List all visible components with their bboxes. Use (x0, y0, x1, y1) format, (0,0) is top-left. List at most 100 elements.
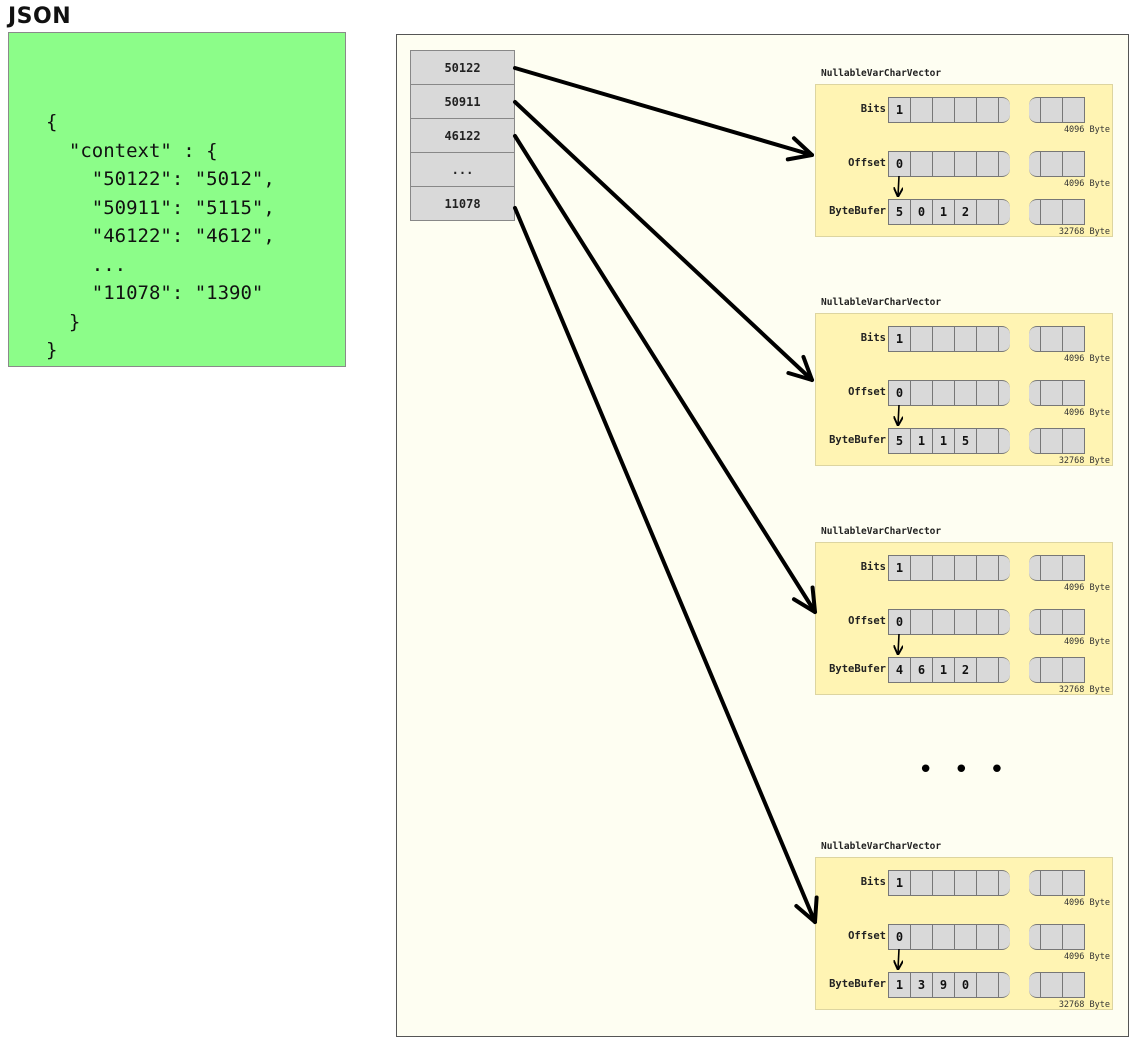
bytebuffer-row-cell (976, 199, 999, 225)
bytebuffer-row-size: 32768 Byte (1058, 1000, 1110, 1010)
bits-row-cell (976, 555, 999, 581)
bytebuffer-row-cell: 6 (910, 657, 933, 683)
offset-row-cell (1062, 151, 1085, 177)
key-cell-ellipsis: ... (410, 153, 515, 187)
bits-row-cell (954, 97, 977, 123)
bytebuffer-row-size: 32768 Byte (1058, 685, 1110, 695)
bytebuffer-row-size: 32768 Byte (1058, 456, 1110, 466)
offset-row-cell (954, 380, 977, 406)
offset-row-label: Offset (848, 157, 886, 169)
bytebuffer-row-cell-break-tail (1029, 199, 1041, 225)
offset-row-cell (1062, 609, 1085, 635)
bits-row-cell (910, 555, 933, 581)
offset-row-cell (1040, 380, 1063, 406)
bytebuffer-row-label: ByteBufer (829, 434, 886, 446)
offset-row-cell-break (998, 924, 1010, 950)
offset-row-cells-tail (1029, 380, 1085, 406)
offset-row-cell-break-tail (1029, 151, 1041, 177)
bits-row-size: 4096 Byte (1063, 125, 1110, 135)
offset-row-cells-tail (1029, 609, 1085, 635)
offset-row-cell (976, 151, 999, 177)
bits-row-cell (1040, 326, 1063, 352)
bits-row-size: 4096 Byte (1063, 583, 1110, 593)
offset-row-cells: 0 (888, 380, 1010, 406)
bits-row-cell-break (998, 870, 1010, 896)
bits-row-size: 4096 Byte (1063, 898, 1110, 908)
offset-row-cell (954, 924, 977, 950)
key-cell: 50911 (410, 85, 515, 119)
bytebuffer-row-cell (1040, 428, 1063, 454)
offset-row-size: 4096 Byte (1063, 179, 1110, 189)
offset-row-cell (1040, 924, 1063, 950)
bits-row-label: Bits (860, 561, 886, 573)
bytebuffer-row-cells-tail (1029, 428, 1085, 454)
bytebuffer-row-cell: 5 (888, 428, 911, 454)
offset-row-cell-break (998, 380, 1010, 406)
key-cell: 11078 (410, 187, 515, 221)
bytebuffer-row-cell-break (998, 428, 1010, 454)
offset-row-cell: 0 (888, 151, 911, 177)
offset-row-cell-break-tail (1029, 380, 1041, 406)
bits-row-cell (910, 97, 933, 123)
offset-row-cells: 0 (888, 609, 1010, 635)
bits-row-cell (1062, 326, 1085, 352)
offset-row-cells-tail (1029, 924, 1085, 950)
bits-row-cell (1062, 97, 1085, 123)
bits-row-label: Bits (860, 332, 886, 344)
bits-row-cell (1040, 555, 1063, 581)
bytebuffer-row-cells-tail (1029, 199, 1085, 225)
bits-row-cell (932, 97, 955, 123)
offset-row-cell: 0 (888, 380, 911, 406)
bits-row-cell (910, 326, 933, 352)
bits-row-label: Bits (860, 876, 886, 888)
bytebuffer-row-cell-break-tail (1029, 972, 1041, 998)
bytebuffer-row-cell (1062, 657, 1085, 683)
offset-row-cell (1062, 924, 1085, 950)
bits-row-cells-tail (1029, 326, 1085, 352)
offset-row-label: Offset (848, 386, 886, 398)
bits-row-cell-break (998, 326, 1010, 352)
bytebuffer-row-cell: 1 (932, 199, 955, 225)
offset-row-cell (1062, 380, 1085, 406)
bytebuffer-row-size: 32768 Byte (1058, 227, 1110, 237)
offset-row-cell (932, 924, 955, 950)
bits-row-cell (1062, 870, 1085, 896)
bits-row-cell (954, 555, 977, 581)
bytebuffer-row-cell (1040, 972, 1063, 998)
offset-row-cell-break-tail (1029, 609, 1041, 635)
bytebuffer-row-label: ByteBufer (829, 663, 886, 675)
bits-row-cell (1040, 97, 1063, 123)
bytebuffer-row-cell: 2 (954, 199, 977, 225)
offset-row-label: Offset (848, 615, 886, 627)
bits-row-cell-break-tail (1029, 326, 1041, 352)
offset-row-cells: 0 (888, 151, 1010, 177)
bits-row-cell (954, 870, 977, 896)
json-code: { "context" : { "50122": "5012", "50911"… (46, 111, 275, 361)
offset-row-cell (910, 380, 933, 406)
bits-row-cell: 1 (888, 870, 911, 896)
bits-row-cell-break (998, 555, 1010, 581)
bits-row-cell (932, 555, 955, 581)
offset-row-cell (910, 151, 933, 177)
bytebuffer-row-cell (1062, 199, 1085, 225)
bits-row-cell (976, 326, 999, 352)
offset-row-size: 4096 Byte (1063, 637, 1110, 647)
bytebuffer-row-cell: 5 (888, 199, 911, 225)
bits-row-cell (932, 870, 955, 896)
bits-row-cells-tail (1029, 555, 1085, 581)
bytebuffer-row-cell: 1 (932, 428, 955, 454)
bits-row-cell (976, 870, 999, 896)
bytebuffer-row-label: ByteBufer (829, 205, 886, 217)
offset-row-cell (932, 380, 955, 406)
bits-row-cell (1062, 555, 1085, 581)
bits-row-cells: 1 (888, 97, 1010, 123)
bits-row-cell (1040, 870, 1063, 896)
json-section-title: JSON (8, 4, 72, 29)
offset-row-cell (954, 151, 977, 177)
offset-row-cell: 0 (888, 609, 911, 635)
offset-row-label: Offset (848, 930, 886, 942)
